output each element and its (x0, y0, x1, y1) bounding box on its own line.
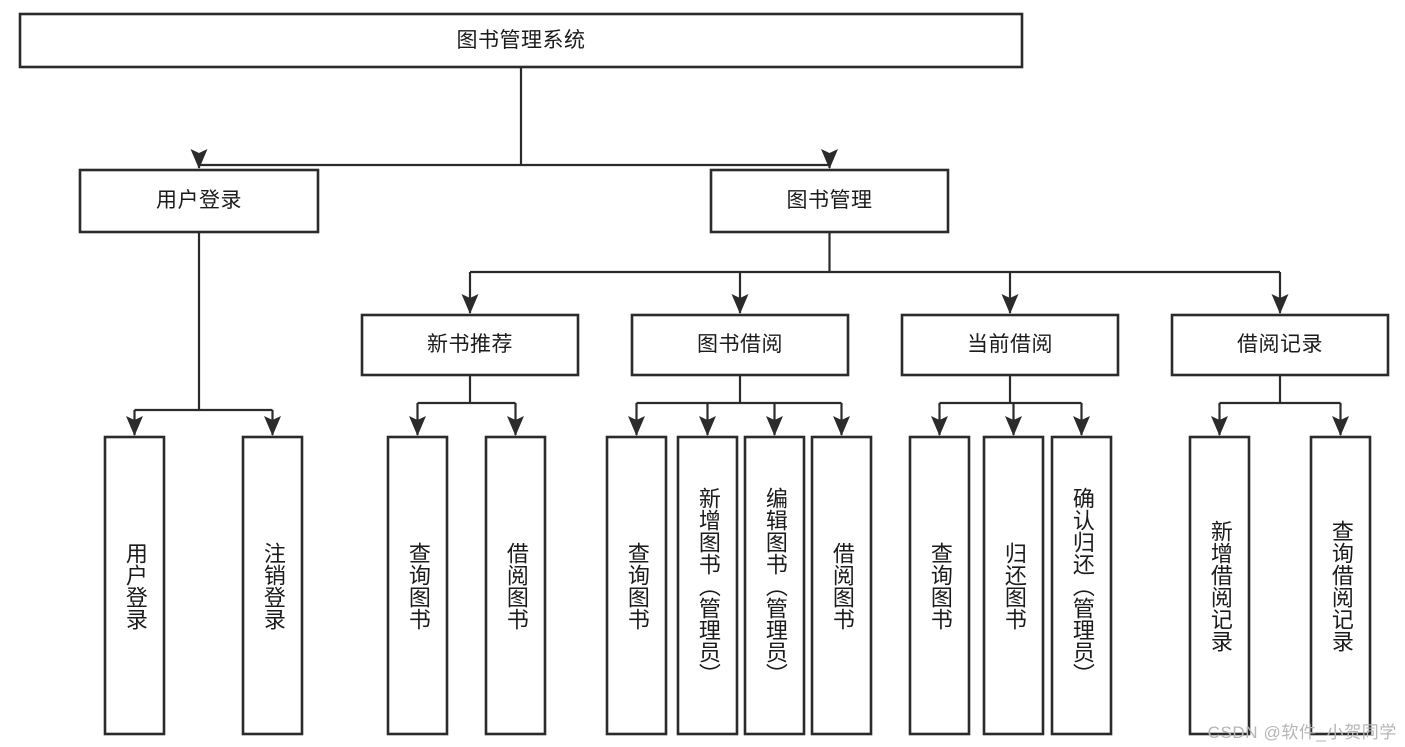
arrow-head-icon (1332, 416, 1349, 436)
node-box-leaf-query-book-current[interactable] (908, 435, 971, 736)
arrow-head-icon (821, 149, 838, 169)
node-box-leaf-borrow-book-new[interactable] (484, 435, 547, 736)
arrow-head-icon (833, 416, 850, 436)
arrow-head-icon (699, 416, 716, 436)
arrow-head-icon (507, 416, 524, 436)
node-box-leaf-user-login[interactable] (103, 435, 166, 736)
node-box-book-borrow[interactable] (630, 313, 850, 377)
watermark: CSDN @软件_小贺同学 (1207, 723, 1397, 742)
arrow-head-icon (731, 294, 749, 314)
arrow-head-icon (1073, 416, 1090, 436)
connectors-layer (126, 67, 1349, 436)
node-box-leaf-return-book[interactable] (982, 435, 1045, 736)
arrow-head-icon (1211, 416, 1228, 436)
node-box-leaf-user-logout[interactable] (241, 435, 304, 736)
node-box-book-manage[interactable] (709, 168, 950, 234)
arrow-head-icon (1001, 294, 1019, 314)
edge-group-new-book-recommend (409, 375, 524, 436)
node-box-root[interactable] (18, 12, 1024, 69)
node-box-leaf-query-book-new[interactable] (386, 435, 449, 736)
arrow-head-icon (264, 416, 281, 436)
node-box-leaf-confirm-return[interactable] (1050, 435, 1113, 736)
arrow-head-icon (126, 416, 143, 436)
edge-group-user-login (126, 232, 281, 436)
node-box-leaf-borrow-book[interactable] (810, 435, 873, 736)
arrow-head-icon (409, 416, 426, 436)
node-box-current-borrow[interactable] (900, 313, 1120, 377)
edge-group-book-manage (461, 232, 1289, 314)
arrow-head-icon (931, 416, 948, 436)
arrow-head-icon (461, 294, 479, 314)
arrow-head-icon (1005, 416, 1022, 436)
edge-group-root (190, 67, 838, 169)
node-box-leaf-query-book-borrow[interactable] (605, 435, 668, 736)
node-box-borrow-record[interactable] (1170, 313, 1390, 377)
arrow-head-icon (190, 149, 208, 169)
node-box-leaf-edit-book[interactable] (743, 435, 806, 736)
arrow-head-icon (766, 416, 783, 436)
arrow-head-icon (1271, 294, 1289, 314)
arrow-head-icon (628, 416, 645, 436)
node-box-leaf-add-book[interactable] (676, 435, 739, 736)
boxes-layer (18, 12, 1390, 736)
edge-group-current-borrow (931, 375, 1090, 436)
edge-group-book-borrow (628, 375, 850, 436)
node-box-new-book-recommend[interactable] (360, 313, 580, 377)
edge-group-borrow-record (1211, 375, 1349, 436)
node-box-user-login[interactable] (78, 168, 320, 234)
node-box-leaf-query-borrow-record[interactable] (1309, 435, 1372, 736)
node-box-leaf-add-borrow-record[interactable] (1188, 435, 1251, 736)
